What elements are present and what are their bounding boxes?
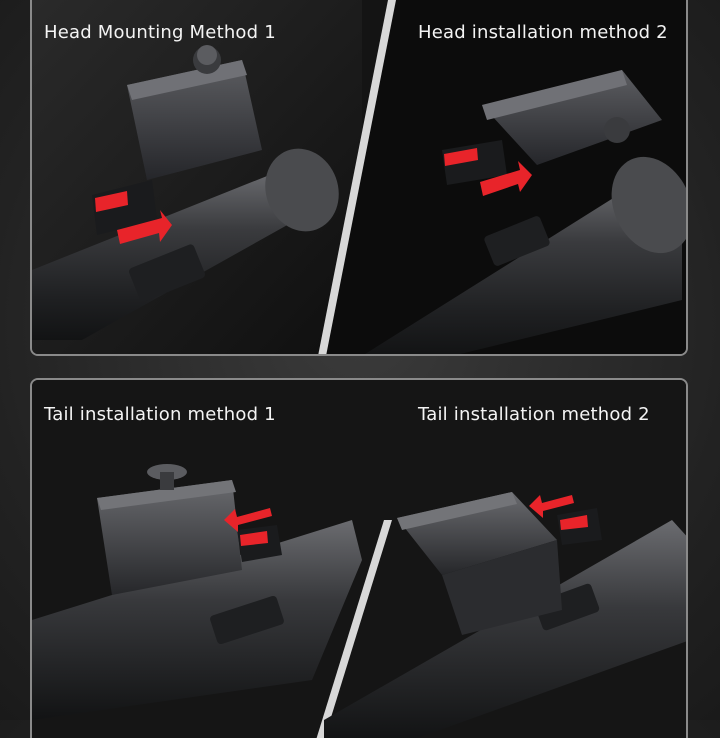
tail-mount-left bbox=[97, 464, 282, 595]
head-mounting-panel: Head Mounting Method 1 Head installation… bbox=[30, 0, 688, 356]
flashlight-body-left bbox=[32, 148, 339, 340]
flashlight-tail-left bbox=[32, 520, 362, 720]
tail-installation-panel: Tail installation method 1 Tail installa… bbox=[30, 378, 688, 738]
flashlight-body-right bbox=[365, 156, 686, 354]
head-mounting-illustration bbox=[32, 0, 686, 354]
caption-head-method-2: Head installation method 2 bbox=[418, 22, 668, 43]
rail-mount-left bbox=[92, 45, 262, 244]
caption-head-method-1: Head Mounting Method 1 bbox=[44, 22, 276, 43]
tail-installation-illustration bbox=[32, 380, 686, 738]
caption-tail-method-2: Tail installation method 2 bbox=[418, 404, 650, 425]
flashlight-tail-right bbox=[324, 520, 686, 738]
tail-mount-right bbox=[397, 492, 602, 635]
caption-tail-method-1: Tail installation method 1 bbox=[44, 404, 276, 425]
rail-mount-right bbox=[442, 70, 662, 196]
